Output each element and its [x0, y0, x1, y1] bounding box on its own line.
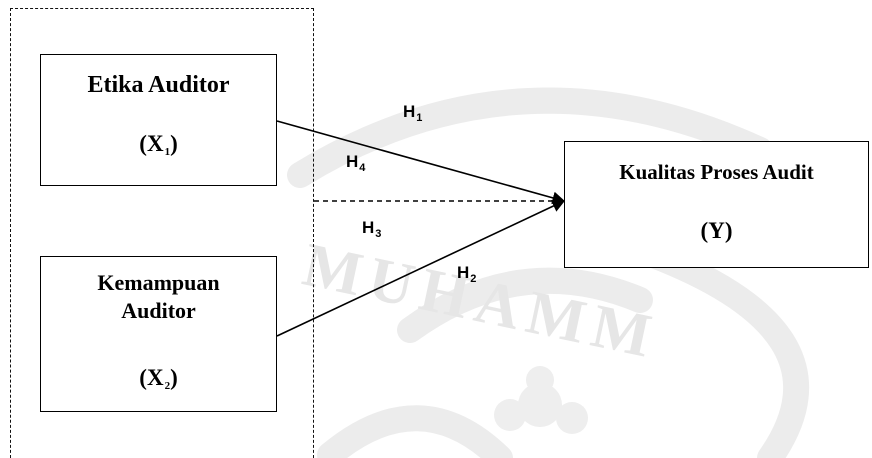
- x2-symbol: X: [146, 365, 164, 390]
- watermark-flower-petal: [494, 399, 526, 431]
- h2-index: 2: [470, 273, 477, 285]
- watermark-flower-center: [518, 383, 562, 427]
- h1-symbol: H: [403, 102, 416, 121]
- x2-index: 2: [164, 380, 171, 392]
- h2-symbol: H: [457, 263, 470, 282]
- watermark-right-arc: [627, 237, 809, 458]
- etika-auditor-variable: (X1): [139, 131, 178, 158]
- etika-auditor-box: Etika Auditor (X1): [40, 54, 277, 186]
- h4-index: 4: [359, 162, 366, 174]
- h1-label: H1: [403, 102, 422, 128]
- etika-auditor-label: Etika Auditor: [87, 72, 230, 98]
- h3-label: H3: [362, 218, 381, 244]
- watermark-lower-arc: [317, 405, 513, 458]
- h2-label: H2: [457, 263, 476, 289]
- h3-index: 3: [375, 228, 382, 240]
- kemampuan-auditor-variable: (X2): [139, 365, 178, 392]
- h3-symbol: H: [362, 218, 375, 237]
- kemampuan-auditor-label-line1: Kemampuan: [97, 270, 220, 295]
- kualitas-proses-audit-box: Kualitas Proses Audit (Y): [564, 141, 869, 268]
- h1-index: 1: [416, 112, 423, 124]
- h4-label: H4: [346, 152, 365, 178]
- h2-arrow: [276, 200, 566, 337]
- watermark-flower-petal: [556, 402, 588, 434]
- kualitas-proses-audit-variable: (Y): [700, 218, 733, 243]
- kemampuan-auditor-label-line2: Auditor: [121, 298, 196, 323]
- watermark-inner-arc: [397, 267, 653, 343]
- x1-symbol: X: [146, 131, 164, 156]
- independent-variables-group: [10, 8, 314, 458]
- h4-symbol: H: [346, 152, 359, 171]
- kualitas-proses-audit-label: Kualitas Proses Audit: [619, 160, 814, 184]
- x1-index: 1: [164, 146, 171, 158]
- y-symbol: Y: [708, 218, 725, 243]
- watermark-outer-arc: [287, 87, 773, 188]
- kemampuan-auditor-box: Kemampuan Auditor (X2): [40, 256, 277, 412]
- watermark-flower-petal: [526, 366, 554, 394]
- h1-arrow: [276, 120, 566, 205]
